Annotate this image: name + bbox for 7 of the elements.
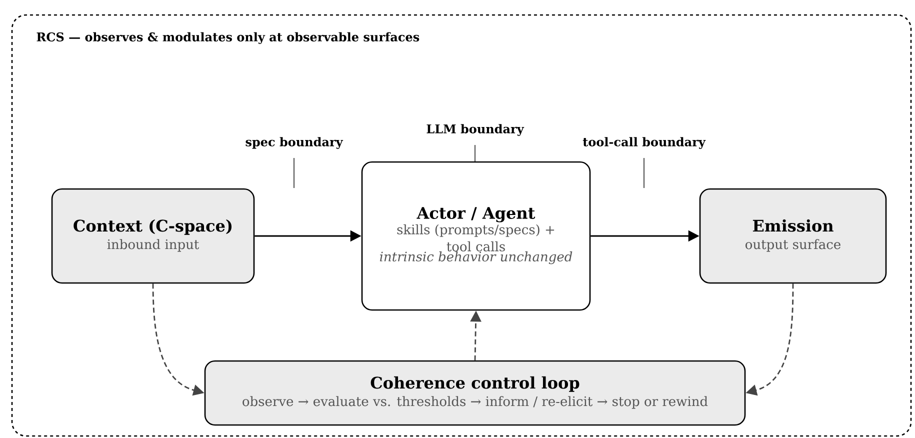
boundary-label: LLM boundary: [426, 124, 524, 136]
context-box: Context (C-space) inbound input: [51, 188, 255, 284]
emission-box: Emission output surface: [699, 188, 887, 284]
boundary-label: tool-call boundary: [582, 137, 706, 149]
agent-box: Actor / Agent skills (prompts/specs) + tool calls intrinsic behavior unchanged: [361, 161, 591, 311]
control-loop-box: Coherence control loop observe → evaluate vs. thresholds → inform / re-elicit → stop or rewind: [204, 360, 746, 426]
boundary-label: spec boundary: [246, 137, 344, 149]
